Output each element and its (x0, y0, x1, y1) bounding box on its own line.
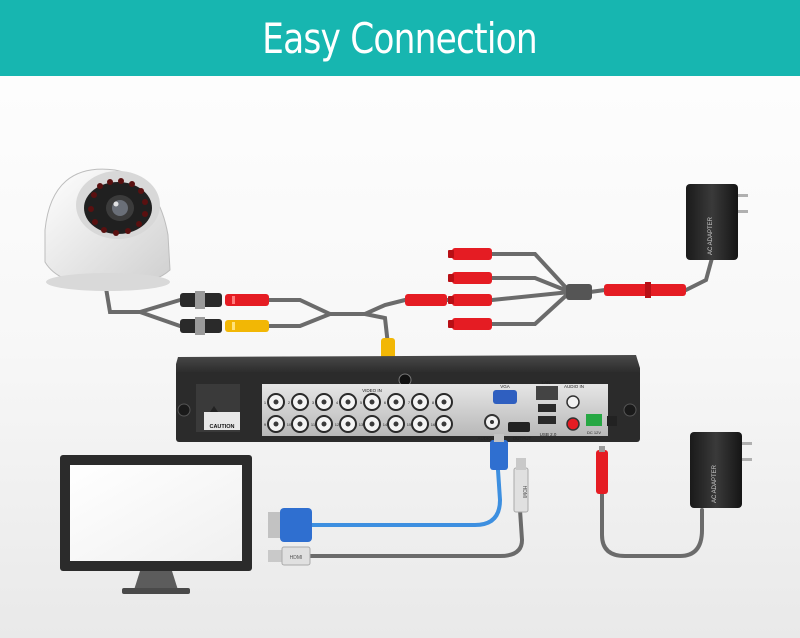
dc-plug-splitter-input (405, 294, 447, 306)
page-title: Easy Connection (262, 13, 539, 63)
bnc-port-number-16: 16 (431, 422, 436, 427)
caution-label: CAUTION (209, 424, 234, 430)
vga-plug-dvr (490, 434, 508, 470)
header-banner: Easy Connection (0, 0, 800, 76)
bnc-port-pin-12 (345, 421, 351, 427)
bnc-port-number-4: 4 (336, 400, 339, 405)
bnc-port-pin-16 (441, 421, 447, 427)
bnc-port-pin-6 (393, 399, 399, 405)
bnc-port-number-7: 7 (408, 400, 411, 405)
bnc-port-number-2: 2 (288, 400, 291, 405)
audio-out-label: AUDIO OUT (477, 436, 502, 441)
bnc-port-number-1: 1 (264, 400, 267, 405)
lan-label: LAN (542, 380, 551, 385)
caution-sticker: CAUTION (204, 406, 240, 430)
monitor (60, 455, 252, 594)
splitter-plug-1 (448, 248, 492, 260)
usb-port-2 (538, 416, 556, 424)
bnc-port-pin-3 (321, 399, 327, 405)
splitter-plug-4 (448, 318, 492, 330)
dc-power-port (607, 416, 617, 426)
splitter-plug-2 (448, 272, 492, 284)
bnc-port-number-12: 12 (335, 422, 340, 427)
bnc-port-number-11: 11 (311, 422, 316, 427)
bnc-port-pin-9 (273, 421, 279, 427)
hdmi-cable (298, 508, 525, 558)
bnc-port-number-15: 15 (407, 422, 412, 427)
bnc-port-number-13: 13 (359, 422, 364, 427)
hdmi-plug-label-monitor: HDMI (290, 555, 303, 561)
bnc-port-number-6: 6 (384, 400, 387, 405)
bnc-port-pin-2 (297, 399, 303, 405)
adapter-label-top: AC ADAPTER (708, 216, 714, 255)
bnc-port-pin-7 (417, 399, 423, 405)
splitter-plug-3 (448, 294, 492, 306)
hdmi-plug-dvr: HDMI (513, 458, 529, 513)
dc-label: DC 12V (587, 430, 601, 435)
bnc-port-number-10: 10 (287, 422, 292, 427)
audio-in-port-red (566, 417, 580, 431)
lan-port (536, 386, 558, 400)
vga-plug-monitor (268, 508, 312, 542)
bnc-port-pin-10 (297, 421, 303, 427)
hdmi-plug-monitor: HDMI (268, 546, 311, 566)
bnc-port-pin-11 (321, 421, 327, 427)
bnc-connector-camera-2 (180, 317, 222, 335)
bnc-connector-camera (180, 291, 222, 309)
audio-in-port (566, 395, 580, 409)
splitter-joint (566, 284, 592, 300)
bnc-port-pin-8 (441, 399, 447, 405)
rca-plug-yellow (225, 320, 269, 332)
power-adapter-top: AC ADAPTER (686, 184, 748, 260)
bnc-port-number-9: 9 (264, 422, 267, 427)
camera-cable (103, 280, 472, 347)
bnc-port-number-5: 5 (360, 400, 363, 405)
bnc-port-number-8: 8 (432, 400, 435, 405)
bnc-port-pin-15 (417, 421, 423, 427)
bnc-port-pin-4 (345, 399, 351, 405)
vga-label: VGA (500, 384, 510, 389)
power-cable (600, 488, 704, 558)
bnc-port-pin-5 (369, 399, 375, 405)
audio-in-label: AUDIO IN (564, 384, 584, 389)
bnc-port-number-14: 14 (383, 422, 388, 427)
hdmi-port (508, 422, 530, 432)
splitter-cable (490, 252, 714, 326)
hdmi-plug-label-dvr: HDMI (521, 486, 527, 499)
vga-cable (308, 468, 503, 527)
dc-plug-dvr (596, 446, 608, 494)
hdmi-label: OUTPUT (513, 436, 532, 441)
dc-plug-camera (225, 294, 269, 306)
bnc-port-pin-1 (273, 399, 279, 405)
bnc-port-pin-14 (393, 421, 399, 427)
adapter-label-bottom: AC ADAPTER (712, 464, 718, 503)
vga-port (493, 390, 517, 404)
adapter-plug-top (604, 282, 686, 298)
power-adapter-bottom: AC ADAPTER (690, 432, 752, 508)
bnc-port-number-3: 3 (312, 400, 315, 405)
usb-port-1 (538, 404, 556, 412)
video-in-label: VIDEO IN (362, 388, 382, 393)
bnc-port-pin-13 (369, 421, 375, 427)
terminal-block (586, 414, 602, 426)
usb-label: USB 2.0 (540, 432, 557, 437)
dome-camera (44, 168, 171, 291)
